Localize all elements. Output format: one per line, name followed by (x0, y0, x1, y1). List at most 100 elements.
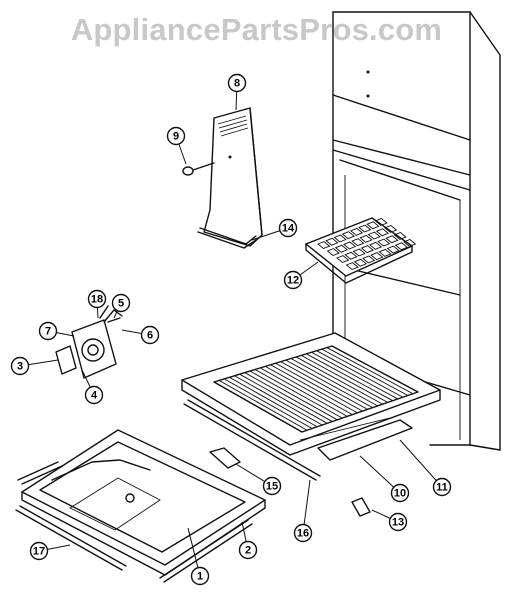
part-9-screw (182, 162, 215, 176)
shelf-rib (311, 351, 399, 400)
callout-circle (238, 540, 258, 560)
ice-tray-cell (341, 231, 355, 240)
ice-tray-cell (325, 237, 339, 246)
ice-tray-cell (377, 238, 391, 247)
callout-number: 3 (17, 361, 23, 373)
shelf-rib (224, 378, 313, 429)
callout-number: 8 (234, 78, 240, 90)
part-10-glass-panel (299, 417, 413, 461)
callout-number: 7 (45, 326, 51, 338)
shelf-rib (270, 364, 358, 414)
callout-number: 5 (118, 298, 124, 310)
watermark-text: AppliancePartsPros.com (70, 12, 443, 47)
shelf-rib (254, 369, 343, 419)
ice-tray-cell (326, 248, 340, 257)
ice-tray-cell (362, 255, 376, 264)
ice-tray-cell (345, 262, 359, 271)
shelf-rib (306, 353, 393, 402)
callout-circle (166, 126, 186, 146)
callout-circle (84, 385, 104, 405)
shelf-rib (265, 365, 353, 416)
ice-tray-cell (349, 227, 364, 236)
callout-number: 14 (282, 223, 295, 235)
callout-circle (388, 512, 408, 532)
callout-number: 11 (436, 482, 448, 494)
shelf-rib (326, 347, 414, 395)
ice-tray-cell (317, 241, 331, 250)
shelf-rib (290, 358, 378, 407)
ice-tray-cell (344, 251, 358, 260)
ice-tray-cell (352, 248, 366, 257)
ice-tray-cell (394, 242, 409, 251)
shelf-rib (218, 380, 308, 431)
shelf-rib (244, 372, 333, 422)
shelf-rib (301, 354, 388, 403)
callout-circle (278, 218, 298, 238)
shelf-rib (229, 376, 318, 428)
callout-number: 16 (297, 528, 309, 540)
shelf-rib (234, 375, 323, 426)
ice-tray-cell (367, 231, 381, 240)
part-12-ice-tray (305, 217, 417, 284)
ice-tray-cell (351, 238, 365, 247)
ice-tray-cell (386, 245, 400, 254)
callout-circle (283, 270, 303, 290)
ice-tray-cell (343, 241, 357, 250)
callout-number: 12 (287, 275, 299, 287)
callout-number: 4 (91, 390, 98, 402)
callout-number: 15 (266, 481, 278, 493)
callout-leader-line (399, 439, 443, 488)
ice-tray-cell (333, 234, 347, 243)
ice-tray-cell (353, 258, 368, 267)
callout-number: 18 (91, 294, 103, 306)
part-2-rail (159, 519, 253, 583)
ice-tray-cell (385, 235, 399, 244)
ice-tray-cell (368, 241, 383, 250)
ice-tray-cell (358, 224, 372, 233)
shelf-rib (331, 345, 419, 393)
part-15-bracket (209, 447, 241, 469)
part-fan-assembly (55, 305, 123, 379)
callout-number: 13 (392, 517, 404, 529)
callout-number: 17 (33, 546, 45, 558)
callout-circle (190, 566, 210, 586)
callout-number: 9 (173, 131, 179, 143)
callout-number: 2 (245, 545, 251, 557)
callout-circle (140, 325, 160, 345)
part-8-duct-cover (197, 107, 263, 249)
callout-number: 10 (394, 488, 406, 500)
ice-tray-cell (393, 231, 407, 240)
callout-number: 6 (147, 330, 153, 342)
callout-circle (293, 523, 313, 543)
shelf-rib (321, 348, 409, 396)
callout-circle (87, 289, 107, 309)
callout-circle (432, 477, 452, 497)
part-13-clip (351, 497, 371, 517)
shelf-rib (280, 361, 368, 410)
callout-circle (262, 476, 282, 496)
ice-tray-cell (366, 221, 380, 230)
shelf-rib (259, 367, 348, 417)
ice-tray-cell (359, 234, 373, 243)
ice-tray-cell (384, 224, 398, 233)
shelf-rib (316, 350, 404, 398)
callout-circle (227, 73, 247, 93)
ice-tray-cell (360, 245, 374, 254)
ice-tray-cell (403, 238, 417, 247)
callout-number: 1 (197, 571, 203, 583)
callout-circle (38, 321, 58, 341)
ice-tray-cell (336, 255, 350, 264)
part-17-rail (15, 461, 127, 571)
ice-tray-cell (370, 252, 384, 261)
shelf-rib (213, 381, 303, 433)
shelf-rib (285, 359, 373, 409)
shelf-rib (295, 356, 383, 405)
ice-tray-cell (334, 244, 349, 253)
part-1-crisper-pan (21, 429, 266, 576)
shelf-rib (249, 370, 338, 421)
shelf-rib (275, 362, 363, 412)
part-11-shelf-frame (181, 332, 441, 456)
part-16-rail (183, 399, 321, 481)
